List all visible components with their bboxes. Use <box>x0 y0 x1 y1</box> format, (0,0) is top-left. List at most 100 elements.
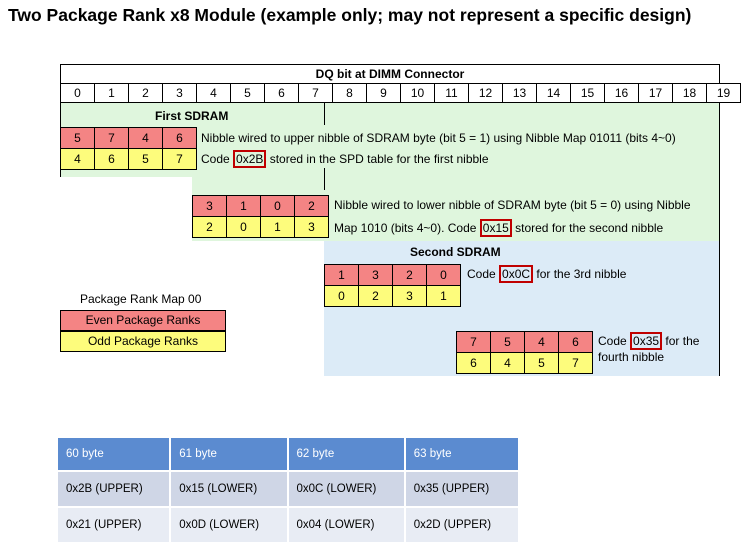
nibble2-description: Nibble wired to lower nibble of SDRAM by… <box>334 198 691 212</box>
nibble-cell: 6 <box>163 128 197 148</box>
table-header: 63 byte <box>404 438 521 471</box>
bit-number: 16 <box>605 84 639 102</box>
code-highlight: 0x35 <box>630 332 663 350</box>
table-cell: 0x35 (UPPER) <box>404 470 521 507</box>
nibble-cell: 7 <box>163 149 197 169</box>
nibble-cell: 1 <box>325 265 359 285</box>
nibble-cell: 3 <box>295 217 329 237</box>
nibble-cell: 4 <box>525 332 559 352</box>
nibble-cell: 3 <box>359 265 393 285</box>
bit-number: 7 <box>299 84 333 102</box>
code-prefix: Code <box>201 152 234 166</box>
second-sdram-label: Second SDRAM <box>410 245 501 259</box>
code-suffix: stored for the second nibble <box>511 221 664 235</box>
bit-number: 15 <box>571 84 605 102</box>
nibble4-lower-row: 6 4 5 7 <box>456 352 593 374</box>
nibble-cell: 2 <box>359 286 393 306</box>
spd-byte-table: 60 byte 61 byte 62 byte 63 byte 0x2B (UP… <box>58 438 521 542</box>
code-highlight: 0x0C <box>499 265 534 283</box>
nibble-cell: 1 <box>261 217 295 237</box>
nibble-cell: 2 <box>295 196 329 216</box>
bit-number: 18 <box>673 84 707 102</box>
nibble3-code-line: Code 0x0C for the 3rd nibble <box>467 265 627 283</box>
nibble4-upper-row: 7 5 4 6 <box>456 331 593 353</box>
bit-number: 6 <box>265 84 299 102</box>
nibble-cell: 6 <box>95 149 129 169</box>
nibble1-upper-row: 5 7 4 6 <box>60 127 197 149</box>
table-header-row: 60 byte 61 byte 62 byte 63 byte <box>58 438 521 471</box>
nibble-cell: 5 <box>525 353 559 373</box>
nibble2-upper-row: 3 1 0 2 <box>192 195 329 217</box>
table-row: 0x21 (UPPER) 0x0D (LOWER) 0x04 (LOWER) 0… <box>58 506 521 542</box>
nibble-cell: 4 <box>491 353 525 373</box>
bit-number: 11 <box>435 84 469 102</box>
table-cell: 0x15 (LOWER) <box>170 470 289 507</box>
nibble-cell: 1 <box>227 196 261 216</box>
table-cell: 0x0C (LOWER) <box>287 470 406 507</box>
nibble-cell: 0 <box>427 265 461 285</box>
code-prefix: Code <box>598 334 631 348</box>
nibble-cell: 4 <box>61 149 95 169</box>
code-suffix: for the <box>662 334 700 348</box>
nibble-cell: 7 <box>559 353 593 373</box>
table-cell: 0x2B (UPPER) <box>58 470 172 507</box>
dq-bit-header: DQ bit at DIMM Connector <box>60 64 720 83</box>
bit-number: 12 <box>469 84 503 102</box>
bit-number: 1 <box>95 84 129 102</box>
nibble-cell: 6 <box>457 353 491 373</box>
table-header: 61 byte <box>170 438 289 471</box>
bit-number: 13 <box>503 84 537 102</box>
bit-number: 2 <box>129 84 163 102</box>
nibble2-lower-row: 2 0 1 3 <box>192 216 329 238</box>
bit-number: 17 <box>639 84 673 102</box>
region-divider-2 <box>324 168 325 190</box>
nibble3-lower-row: 0 2 3 1 <box>324 285 461 307</box>
table-header: 60 byte <box>58 438 172 471</box>
nibble-cell: 7 <box>457 332 491 352</box>
legend-even-ranks: Even Package Ranks <box>60 310 226 331</box>
bit-number: 10 <box>401 84 435 102</box>
bit-number: 4 <box>197 84 231 102</box>
nibble-cell: 0 <box>227 217 261 237</box>
nibble-cell: 7 <box>95 128 129 148</box>
code-prefix: Code <box>467 267 500 281</box>
code-suffix: stored in the SPD table for the first ni… <box>266 152 489 166</box>
nibble4-code-line2: fourth nibble <box>598 350 665 364</box>
nibble-cell: 0 <box>261 196 295 216</box>
nibble-cell: 1 <box>427 286 461 306</box>
nibble-cell: 4 <box>129 128 163 148</box>
nibble1-lower-row: 4 6 5 7 <box>60 148 197 170</box>
nibble4-code-line: Code 0x35 for the <box>598 332 700 350</box>
code-highlight: 0x15 <box>479 219 512 237</box>
first-sdram-label: First SDRAM <box>155 109 229 123</box>
table-cell: 0x0D (LOWER) <box>170 506 289 542</box>
bit-number-row: 0 1 2 3 4 5 6 7 8 9 10 11 12 13 14 15 16… <box>60 83 741 103</box>
nibble3-upper-row: 1 3 2 0 <box>324 264 461 286</box>
nibble-cell: 3 <box>393 286 427 306</box>
nibble1-code-line: Code 0x2B stored in the SPD table for th… <box>201 150 489 168</box>
bit-number: 19 <box>707 84 741 102</box>
code-suffix: for the 3rd nibble <box>533 267 627 281</box>
nibble-cell: 5 <box>61 128 95 148</box>
table-header: 62 byte <box>287 438 406 471</box>
table-cell: 0x04 (LOWER) <box>287 506 406 542</box>
nibble1-description: Nibble wired to upper nibble of SDRAM by… <box>201 131 676 145</box>
legend-title: Package Rank Map 00 <box>80 292 202 306</box>
table-cell: 0x2D (UPPER) <box>404 506 521 542</box>
legend-odd-ranks: Odd Package Ranks <box>60 331 226 352</box>
nibble-cell: 0 <box>325 286 359 306</box>
bit-number: 0 <box>61 84 95 102</box>
code-highlight: 0x2B <box>233 150 267 168</box>
bit-number: 8 <box>333 84 367 102</box>
nibble-cell: 6 <box>559 332 593 352</box>
table-row: 0x2B (UPPER) 0x15 (LOWER) 0x0C (LOWER) 0… <box>58 470 521 507</box>
nibble-cell: 5 <box>491 332 525 352</box>
bit-number: 5 <box>231 84 265 102</box>
table-cell: 0x21 (UPPER) <box>58 506 172 542</box>
bit-number: 14 <box>537 84 571 102</box>
nibble-cell: 3 <box>193 196 227 216</box>
region-border-right <box>719 103 720 376</box>
nibble-cell: 2 <box>193 217 227 237</box>
nibble-cell: 2 <box>393 265 427 285</box>
nibble2-code-line: Map 1010 (bits 4~0). Code 0x15 stored fo… <box>334 219 664 237</box>
